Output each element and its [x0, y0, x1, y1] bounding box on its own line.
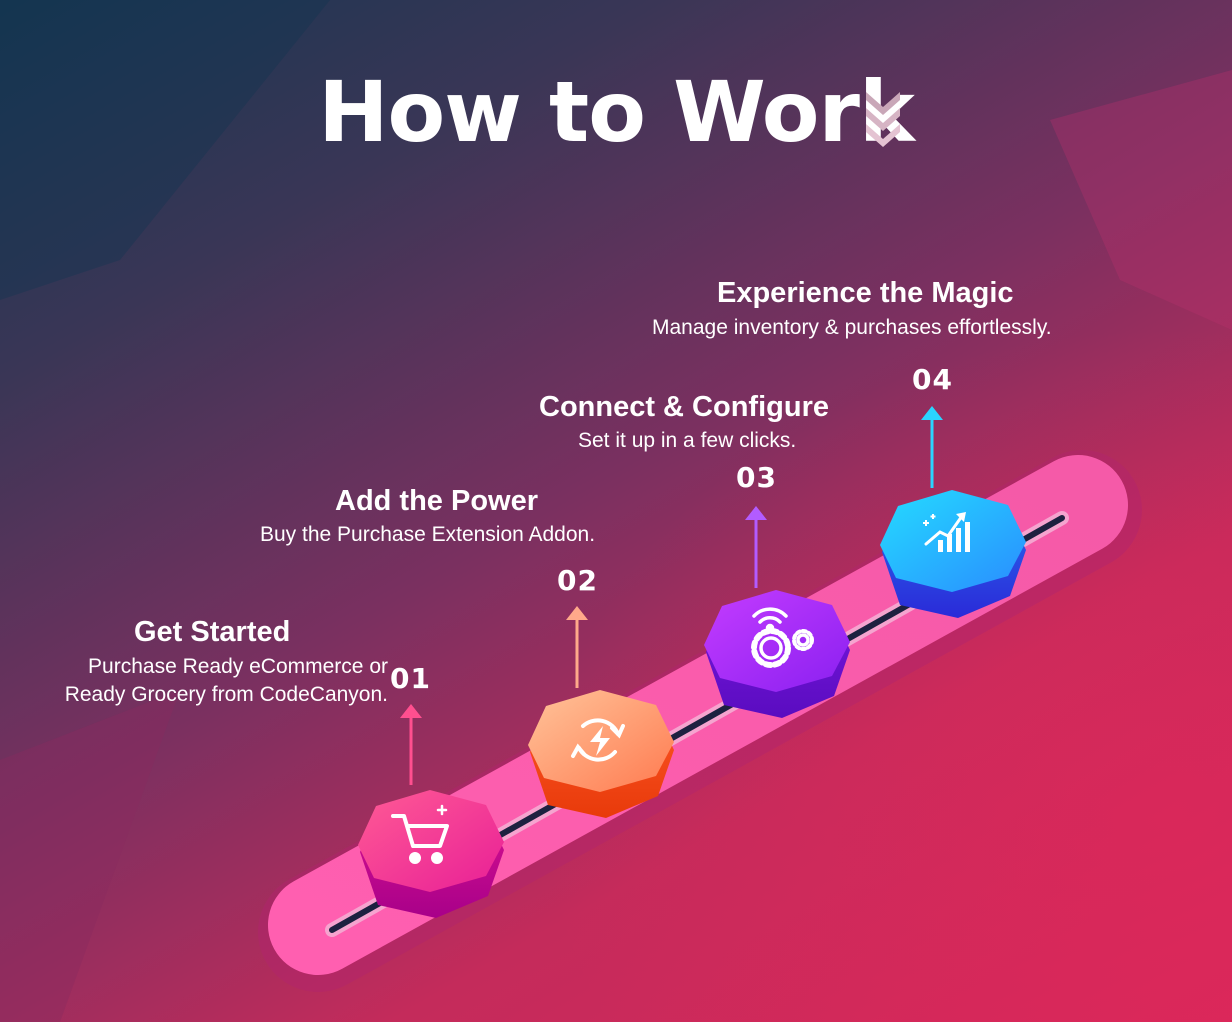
step-2-block [528, 690, 674, 818]
step-4-number: 04 [912, 363, 953, 396]
step-4-arrow [921, 406, 943, 488]
step-3-arrow [745, 506, 767, 588]
step-2-description: Buy the Purchase Extension Addon. [260, 523, 596, 546]
step-3-description: Set it up in a few clicks. [578, 429, 797, 452]
shopping-cart-icon [391, 804, 449, 864]
step-1-description: Purchase Ready eCommerce or Ready Grocer… [64, 655, 388, 706]
step-2-number: 02 [557, 564, 598, 597]
growth-chart-icon [923, 512, 970, 552]
step-2-title: Add the Power [335, 485, 539, 517]
step-3-number: 03 [736, 461, 777, 494]
step-1-block [358, 790, 504, 918]
page-title: How to Work [318, 63, 915, 161]
step-3-title: Connect & Configure [539, 391, 829, 423]
sync-power-icon [571, 718, 625, 762]
step-1-title: Get Started [134, 616, 291, 648]
step-4-description: Manage inventory & purchases effortlessl… [652, 316, 1052, 339]
step-3-block [704, 590, 850, 718]
step-4-block [880, 490, 1026, 618]
gears-wifi-icon [751, 607, 814, 668]
step-1-arrow [400, 704, 422, 785]
step-1-number: 01 [390, 662, 431, 695]
step-4-title: Experience the Magic [717, 277, 1014, 309]
chevron-down-icon [866, 92, 900, 147]
step-2-arrow [566, 606, 588, 688]
